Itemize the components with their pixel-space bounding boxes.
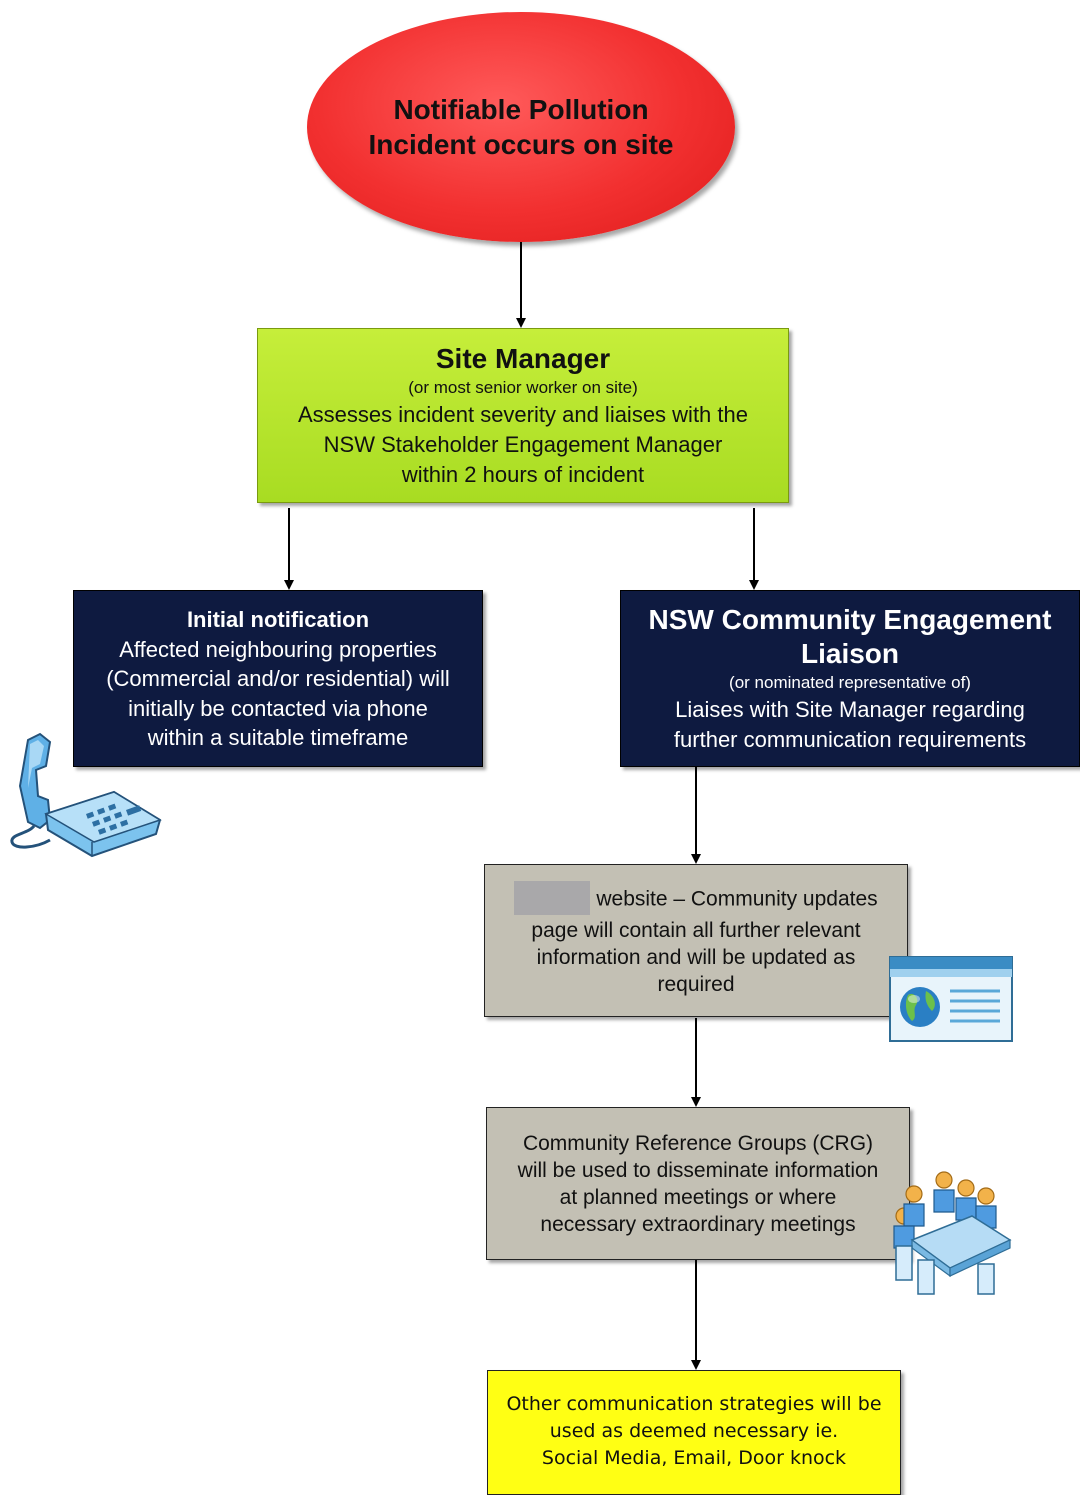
- website-icon: [889, 956, 1013, 1042]
- incident-line-1: Notifiable Pollution: [393, 94, 649, 125]
- community-liaison-subtitle: (or nominated representative of): [729, 672, 971, 692]
- website-text-4: required: [657, 973, 735, 996]
- community-liaison-box: NSW Community Engagement Liaison (or nom…: [620, 590, 1080, 767]
- crg-text-3: at planned meetings or where: [559, 1185, 837, 1209]
- crg-text-4: necessary extraordinary meetings: [540, 1212, 856, 1236]
- incident-node: Notifiable Pollution Incident occurs on …: [307, 12, 735, 242]
- crg-text-2: will be used to disseminate information: [517, 1158, 879, 1182]
- community-liaison-title-1: NSW Community Engagement: [648, 603, 1052, 635]
- site-manager-box: Site Manager (or most senior worker on s…: [257, 328, 789, 503]
- site-manager-text-2: NSW Stakeholder Engagement Manager: [323, 431, 723, 457]
- website-text-1: website – Community updates: [596, 887, 878, 911]
- initial-notification-text-1: Affected neighbouring properties: [119, 636, 437, 662]
- initial-notification-text-2: (Commercial and/or residential) will: [106, 666, 450, 691]
- website-text-3: information and will be updated as: [536, 946, 856, 969]
- redacted-block: [514, 881, 591, 915]
- other-text-1: Other communication strategies will be: [506, 1393, 882, 1415]
- initial-notification-title: Initial notification: [186, 606, 370, 632]
- site-manager-title: Site Manager: [435, 342, 611, 374]
- other-strategies-box: Other communication strategies will be u…: [487, 1370, 901, 1495]
- incident-line-2: Incident occurs on site: [368, 129, 674, 160]
- site-manager-text-3: within 2 hours of incident: [401, 461, 645, 487]
- initial-notification-text-4: within a suitable timeframe: [147, 725, 409, 750]
- website-box: website – Community updates page will co…: [484, 864, 908, 1017]
- website-text-1-row: website – Community updates: [514, 881, 878, 917]
- crg-box: Community Reference Groups (CRG) will be…: [486, 1107, 910, 1260]
- crg-text-1: Community Reference Groups (CRG): [522, 1131, 874, 1155]
- other-text-2: used as deemed necessary ie.: [549, 1420, 839, 1442]
- site-manager-text-1: Assesses incident severity and liaises w…: [298, 401, 748, 427]
- meeting-icon: [893, 1171, 1012, 1295]
- other-text-3: Social Media, Email, Door knock: [541, 1447, 847, 1469]
- initial-notification-box: Initial notification Affected neighbouri…: [73, 590, 483, 767]
- community-liaison-text-1: Liaises with Site Manager regarding: [675, 696, 1025, 722]
- community-liaison-text-2: further communication requirements: [673, 726, 1027, 752]
- site-manager-subtitle: (or most senior worker on site): [408, 377, 638, 397]
- website-text-2: page will contain all further relevant: [531, 919, 861, 942]
- community-liaison-title-2: Liaison: [800, 637, 899, 669]
- initial-notification-text-3: initially be contacted via phone: [128, 695, 428, 721]
- telephone-icon: [10, 732, 162, 858]
